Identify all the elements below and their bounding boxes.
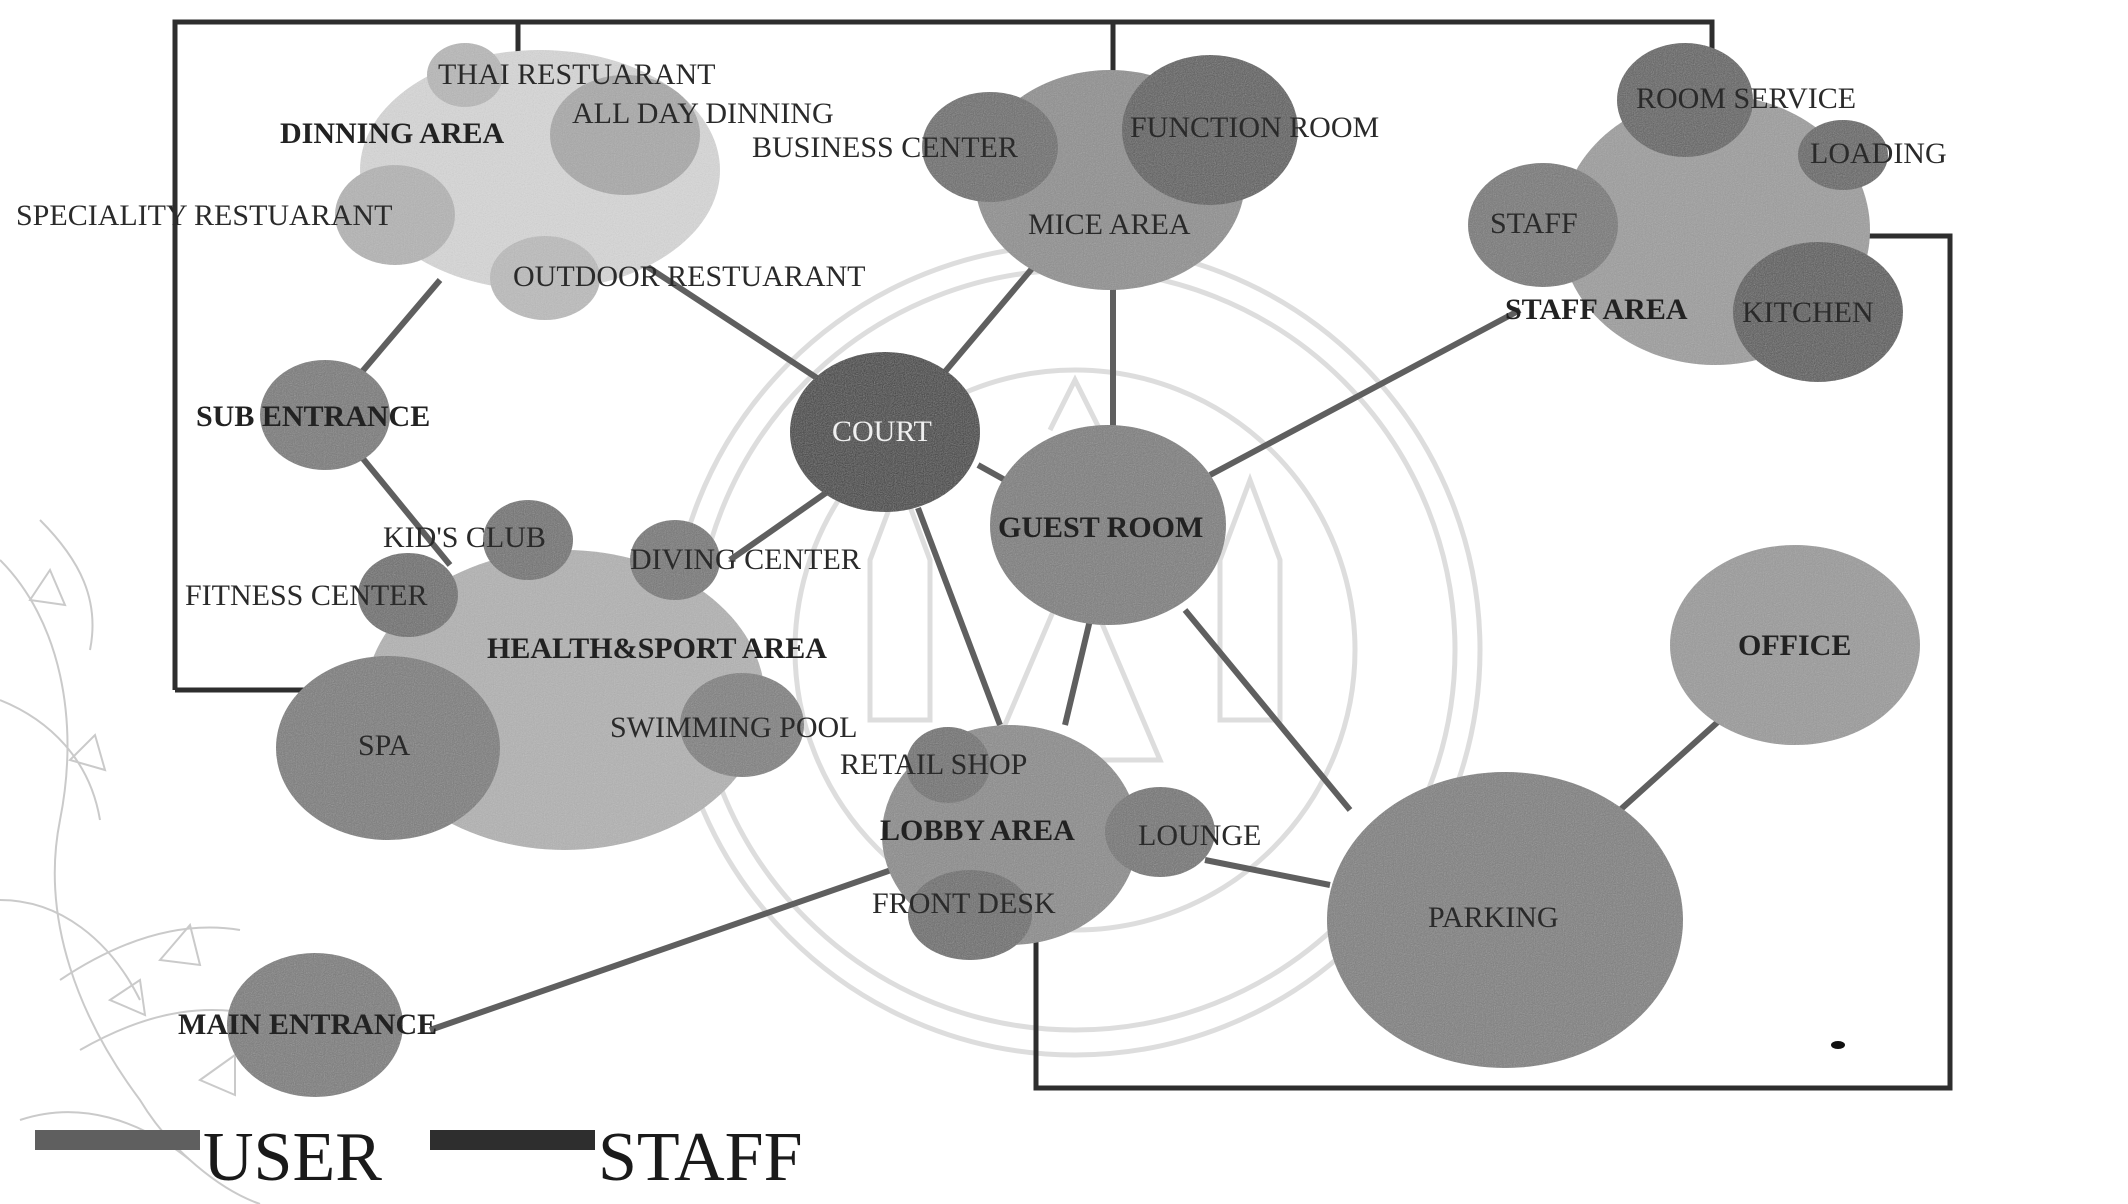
label-thai-restaurant: THAI RESTUARANT (438, 58, 716, 91)
label-spa: SPA (358, 729, 411, 762)
legend-user-label: USER (203, 1119, 382, 1196)
label-retail-shop: RETAIL SHOP (840, 748, 1027, 781)
loading-bubble[interactable] (1798, 120, 1888, 190)
legend-user-swatch (35, 1130, 200, 1150)
label-business-center: BUSINESS CENTER (752, 131, 1018, 164)
label-outdoor-restaurant: OUTDOOR RESTUARANT (513, 260, 866, 293)
label-lobby-area: LOBBY AREA (880, 814, 1075, 847)
label-kitchen: KITCHEN (1742, 296, 1874, 329)
label-staff-area: STAFF AREA (1505, 293, 1688, 326)
label-dinning-area: DINNING AREA (280, 117, 505, 150)
retail-shop-bubble[interactable] (906, 727, 990, 803)
label-parking: PARKING (1428, 901, 1559, 934)
outdoor-restaurant-bubble[interactable] (490, 236, 600, 320)
front-desk-bubble[interactable] (908, 870, 1032, 960)
label-main-entrance: MAIN ENTRANCE (178, 1008, 437, 1041)
legend-staff-swatch (430, 1130, 595, 1150)
legend-staff-label: STAFF (598, 1119, 803, 1196)
spa-bubble[interactable] (276, 656, 500, 840)
label-kids-club: KID'S CLUB (383, 521, 546, 554)
business-center-bubble[interactable] (922, 92, 1058, 202)
label-room-service: ROOM SERVICE (1636, 82, 1856, 115)
label-fitness-center: FITNESS CENTER (185, 579, 428, 612)
main-entrance-bubble[interactable] (227, 953, 403, 1097)
label-front-desk: FRONT DESK (872, 887, 1056, 920)
label-loading: LOADING (1810, 137, 1947, 170)
label-staff: STAFF (1490, 207, 1578, 240)
staff-bubble[interactable] (1468, 163, 1618, 287)
court-bubble[interactable] (790, 352, 980, 512)
label-diving-center: DIVING CENTER (630, 543, 861, 576)
user-circulation (352, 247, 1723, 1033)
thai-restaurant-bubble[interactable] (427, 43, 503, 107)
label-court: COURT (832, 415, 932, 448)
swimming-pool-bubble[interactable] (680, 673, 804, 777)
guest-room-bubble[interactable] (990, 425, 1226, 625)
lounge-bubble[interactable] (1105, 787, 1215, 877)
diagram-labels: THAI RESTUARANT ALL DAY DINNING DINNING … (16, 58, 1947, 1041)
floral-decoration (0, 519, 281, 1204)
room-service-bubble[interactable] (1617, 43, 1753, 157)
parking-bubble[interactable] (1327, 772, 1683, 1068)
label-sub-entrance: SUB ENTRANCE (196, 400, 430, 433)
label-lounge: LOUNGE (1138, 819, 1261, 852)
label-mice-area: MICE AREA (1028, 208, 1191, 241)
function-room-bubble[interactable] (1122, 55, 1298, 205)
sub-entrance-bubble[interactable] (260, 360, 390, 470)
label-office: OFFICE (1738, 629, 1851, 662)
label-health-sport-area: HEALTH&SPORT AREA (487, 632, 827, 665)
dot-mark (1831, 1041, 1845, 1049)
office-bubble[interactable] (1670, 545, 1920, 745)
label-guest-room: GUEST ROOM (998, 511, 1203, 544)
all-day-dinning-bubble[interactable] (550, 75, 700, 195)
kids-club-bubble[interactable] (483, 500, 573, 580)
label-swimming-pool: SWIMMING POOL (610, 711, 858, 744)
legend: USER STAFF (35, 1119, 803, 1196)
speciality-restaurant-bubble[interactable] (335, 165, 455, 265)
fitness-center-bubble[interactable] (358, 553, 458, 637)
diving-center-bubble[interactable] (630, 520, 720, 600)
kitchen-bubble[interactable] (1733, 242, 1903, 382)
label-speciality-restaurant: SPECIALITY RESTUARANT (16, 199, 392, 232)
label-function-room: FUNCTION ROOM (1130, 111, 1379, 144)
label-all-day-dinning: ALL DAY DINNING (572, 97, 834, 130)
